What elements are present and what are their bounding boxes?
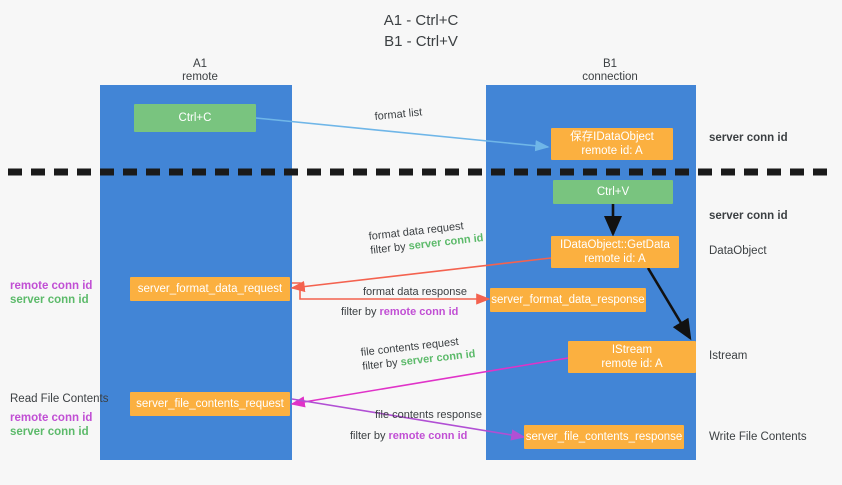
- column-b1-subtitle: connection: [582, 71, 638, 83]
- filter-by-label-3: filter by: [361, 356, 402, 373]
- edge-caption-format-data-request: format data request filter by server con…: [368, 217, 484, 258]
- title-line-2: B1 - Ctrl+V: [384, 33, 458, 50]
- node-server-file-contents-request[interactable]: server_file_contents_request: [130, 392, 290, 416]
- node-istream[interactable]: IStream remote id: A: [568, 341, 696, 373]
- edge-caption-file-contents-response: file contents response filter by remote …: [350, 408, 483, 443]
- left-label-server-conn-id-1: server conn id: [10, 294, 89, 306]
- node-server-file-contents-request-label: server_file_contents_request: [136, 398, 284, 410]
- left-label-server-conn-id-2: server conn id: [10, 426, 89, 438]
- filter-by-label-1: filter by: [369, 240, 410, 257]
- node-ctrl-v-label: Ctrl+V: [596, 186, 630, 198]
- edge-caption-format-data-response: format data response filter by remote co…: [341, 285, 467, 319]
- left-label-remote-conn-id-1: remote conn id: [10, 280, 93, 292]
- edge-caption-file-contents-response-text: file contents response: [375, 409, 483, 421]
- node-server-file-contents-response[interactable]: server_file_contents_response: [524, 425, 684, 449]
- node-save-idataobject-label: 保存IDataObject: [570, 131, 654, 143]
- node-save-idataobject-sub: remote id: A: [581, 145, 643, 157]
- column-b1-name: B1: [602, 58, 618, 70]
- edge-caption-file-contents-response-filter: filter by remote conn id: [350, 429, 482, 443]
- node-ctrl-v[interactable]: Ctrl+V: [553, 180, 673, 204]
- column-a1-name: A1: [192, 58, 208, 70]
- left-label-remote-conn-id-2: remote conn id: [10, 412, 93, 424]
- right-label-server-conn-id-top: server conn id: [709, 132, 788, 144]
- node-getdata-label: IDataObject::GetData: [560, 239, 670, 251]
- node-server-format-data-response[interactable]: server_format_data_response: [490, 288, 646, 312]
- node-getdata[interactable]: IDataObject::GetData remote id: A: [551, 236, 679, 268]
- right-label-istream: Istream: [709, 350, 748, 362]
- node-istream-label: IStream: [611, 344, 653, 356]
- right-label-dataobject: DataObject: [709, 245, 767, 257]
- right-label-write-file-contents: Write File Contents: [709, 431, 807, 443]
- node-server-format-data-request[interactable]: server_format_data_request: [130, 277, 290, 301]
- filter-by-label-4: filter by: [350, 430, 389, 442]
- column-header-b1: B1 connection: [530, 58, 690, 84]
- node-server-format-data-response-label: server_format_data_response: [491, 294, 645, 306]
- node-ctrl-c-label: Ctrl+C: [178, 112, 212, 124]
- node-server-format-data-request-label: server_format_data_request: [137, 283, 283, 295]
- page-title: A1 - Ctrl+C B1 - Ctrl+V: [0, 10, 842, 52]
- column-header-a1: A1 remote: [120, 58, 280, 84]
- edge-caption-format-list: format list: [374, 105, 423, 124]
- filter-by-label-2: filter by: [341, 306, 380, 318]
- right-label-server-conn-id-mid: server conn id: [709, 210, 788, 222]
- title-line-1: A1 - Ctrl+C: [383, 12, 459, 29]
- edge-caption-format-data-response-filter: filter by remote conn id: [341, 305, 467, 319]
- node-save-idataobject[interactable]: 保存IDataObject remote id: A: [551, 128, 673, 160]
- node-server-file-contents-response-label: server_file_contents_response: [525, 431, 683, 443]
- filter-value-remote-conn-id-1: remote conn id: [379, 306, 459, 318]
- edge-caption-format-list-text: format list: [374, 106, 423, 123]
- filter-value-remote-conn-id-2: remote conn id: [388, 430, 468, 442]
- node-istream-sub: remote id: A: [601, 358, 663, 370]
- edge-caption-file-contents-request: file contents request filter by server c…: [360, 333, 476, 374]
- edge-caption-format-data-response-text: format data response: [363, 286, 467, 298]
- left-label-read-file-contents: Read File Contents: [10, 393, 109, 405]
- node-getdata-sub: remote id: A: [584, 253, 646, 265]
- column-a1-subtitle: remote: [182, 71, 218, 83]
- node-ctrl-c[interactable]: Ctrl+C: [134, 104, 256, 132]
